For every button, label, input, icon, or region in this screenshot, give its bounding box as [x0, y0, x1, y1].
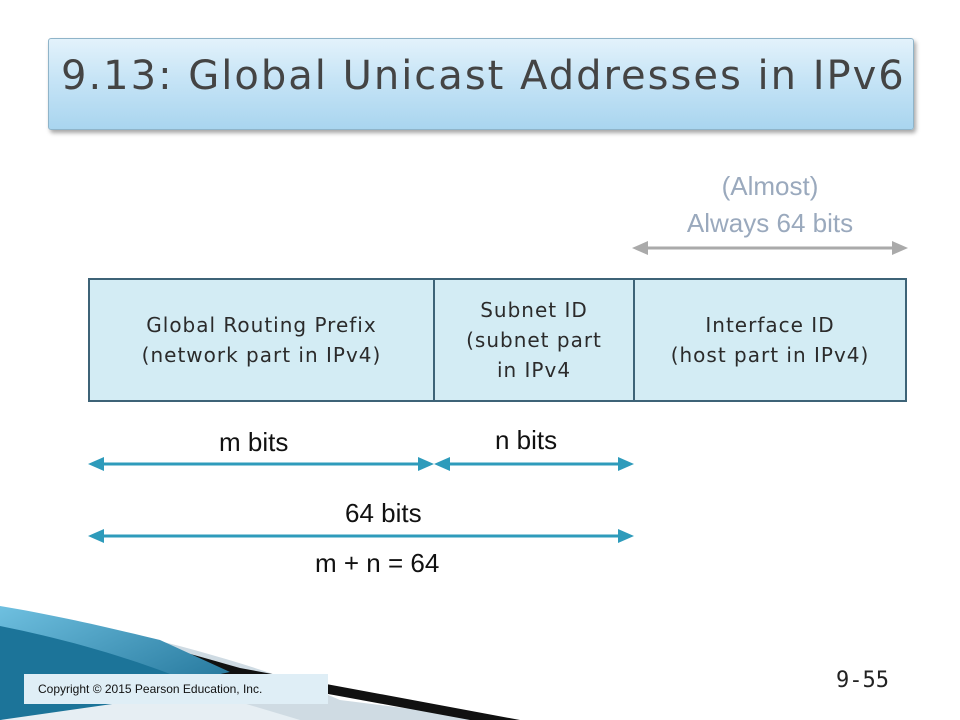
field-global-routing-prefix: Global Routing Prefix (network part in I… — [89, 279, 434, 401]
interface-64-bits-arrow — [632, 241, 908, 255]
m-bits-label: m bits — [219, 427, 289, 457]
field-interface-id: Interface ID (host part in IPv4) — [634, 279, 906, 401]
field-subnet-id: Subnet ID (subnet part in IPv4 — [434, 279, 634, 401]
m-bits-arrow — [88, 457, 434, 471]
n-bits-arrow — [434, 457, 634, 471]
almost-label-line2: Always 64 bits — [686, 208, 854, 238]
equation-label: m + n = 64 — [315, 548, 440, 578]
page-number: 9-55 — [836, 668, 889, 693]
field-box-subnet-id — [433, 278, 635, 402]
field-label-interface-id: Interface ID (host part in IPv4) — [670, 313, 870, 367]
copyright-notice: Copyright © 2015 Pearson Education, Inc. — [24, 674, 328, 704]
slide-title: 9.13: Global Unicast Addresses in IPv6 — [61, 53, 906, 99]
field-label-global-routing-prefix: Global Routing Prefix (network part in I… — [141, 313, 382, 367]
total-64-bits-arrow — [88, 529, 634, 543]
field-box-global-routing-prefix — [88, 278, 435, 402]
n-bits-label: n bits — [495, 425, 558, 455]
title-banner: 9.13: Global Unicast Addresses in IPv6 — [48, 38, 914, 130]
almost-always-64-bits-label: (Almost) Always 64 bits — [648, 168, 892, 242]
field-box-interface-id — [633, 278, 907, 402]
field-label-subnet-id: Subnet ID (subnet part in IPv4 — [466, 298, 602, 382]
total-bits-label: 64 bits — [345, 498, 422, 528]
almost-label-line1: (Almost) — [721, 171, 819, 201]
